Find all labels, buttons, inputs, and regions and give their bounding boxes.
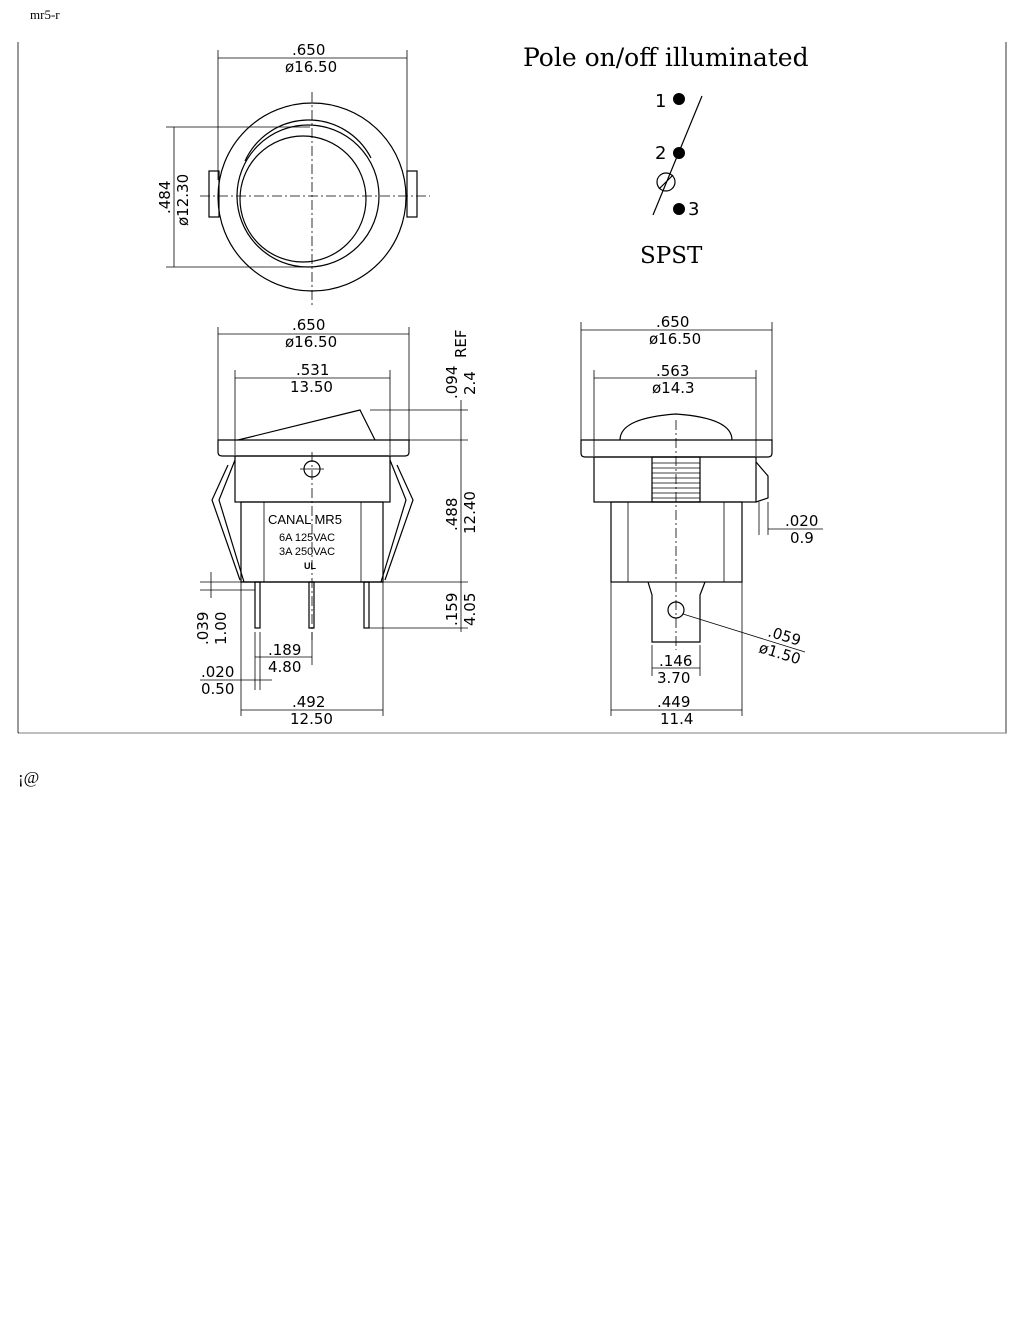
drawing-frame [17,42,1007,734]
side-width-in: .650 [656,313,689,331]
terminal-width-mm: 1.00 [212,612,230,645]
lens-width-in: .563 [656,362,689,380]
terminal-3-label: 3 [688,199,699,220]
switch-type-label: SPST [640,243,703,269]
side-base-mm: 11.4 [660,710,693,728]
base-width-mm: 12.50 [290,710,333,728]
lens-width-mm: ø14.3 [652,379,695,397]
top-width-in: .650 [292,41,325,59]
panel-thickness-mm: 0.9 [790,529,814,547]
switch-drawing: .650 ø16.50 .484 ø12.30 Pole on/off illu… [17,41,1007,734]
ul-mark: UL [304,561,316,571]
drawing-header: Pole on/off illuminated [523,43,809,72]
body-height-mm: 12.40 [461,491,479,534]
top-width-mm: ø16.50 [285,58,337,76]
body-height-in: .488 [443,498,461,531]
page-label: mr5-r [30,7,60,22]
rocker-width-mm: 13.50 [290,378,333,396]
base-width-in: .492 [292,693,325,711]
terminal-width-in: .039 [194,612,212,645]
ref-label: REF [452,329,470,358]
terminal-thickness-mm: 0.50 [201,680,234,698]
rocker-height-in: .094 [443,366,461,399]
side-width-mm: ø16.50 [649,330,701,348]
footer-text: ¡@ [18,768,40,787]
body-marking-model: CANAL MR5 [268,512,342,527]
front-view [200,327,468,716]
terminal-1-label: 1 [655,91,666,112]
top-view [166,50,430,305]
panel-thickness-in: .020 [785,512,818,530]
front-width-mm: ø16.50 [285,333,337,351]
tab-width-mm: 3.70 [657,669,690,687]
side-base-in: .449 [657,693,690,711]
side-view [580,322,823,716]
terminal-thickness-in: .020 [201,663,234,681]
terminal-length-in: .159 [443,593,461,626]
spst-schematic [652,93,703,216]
top-height-in: .484 [156,181,174,214]
rocker-width-in: .531 [296,361,329,379]
front-width-in: .650 [292,316,325,334]
pitch-in: .189 [268,641,301,659]
body-marking-rating-1: 6A 125VAC [279,532,335,544]
rocker-height-mm: 2.4 [461,371,479,395]
top-height-mm: ø12.30 [174,174,192,226]
body-marking-rating-2: 3A 250VAC [279,546,335,558]
terminal-2-label: 2 [655,143,666,164]
tab-width-in: .146 [659,652,692,670]
pitch-mm: 4.80 [268,658,301,676]
terminal-length-mm: 4.05 [461,593,479,626]
